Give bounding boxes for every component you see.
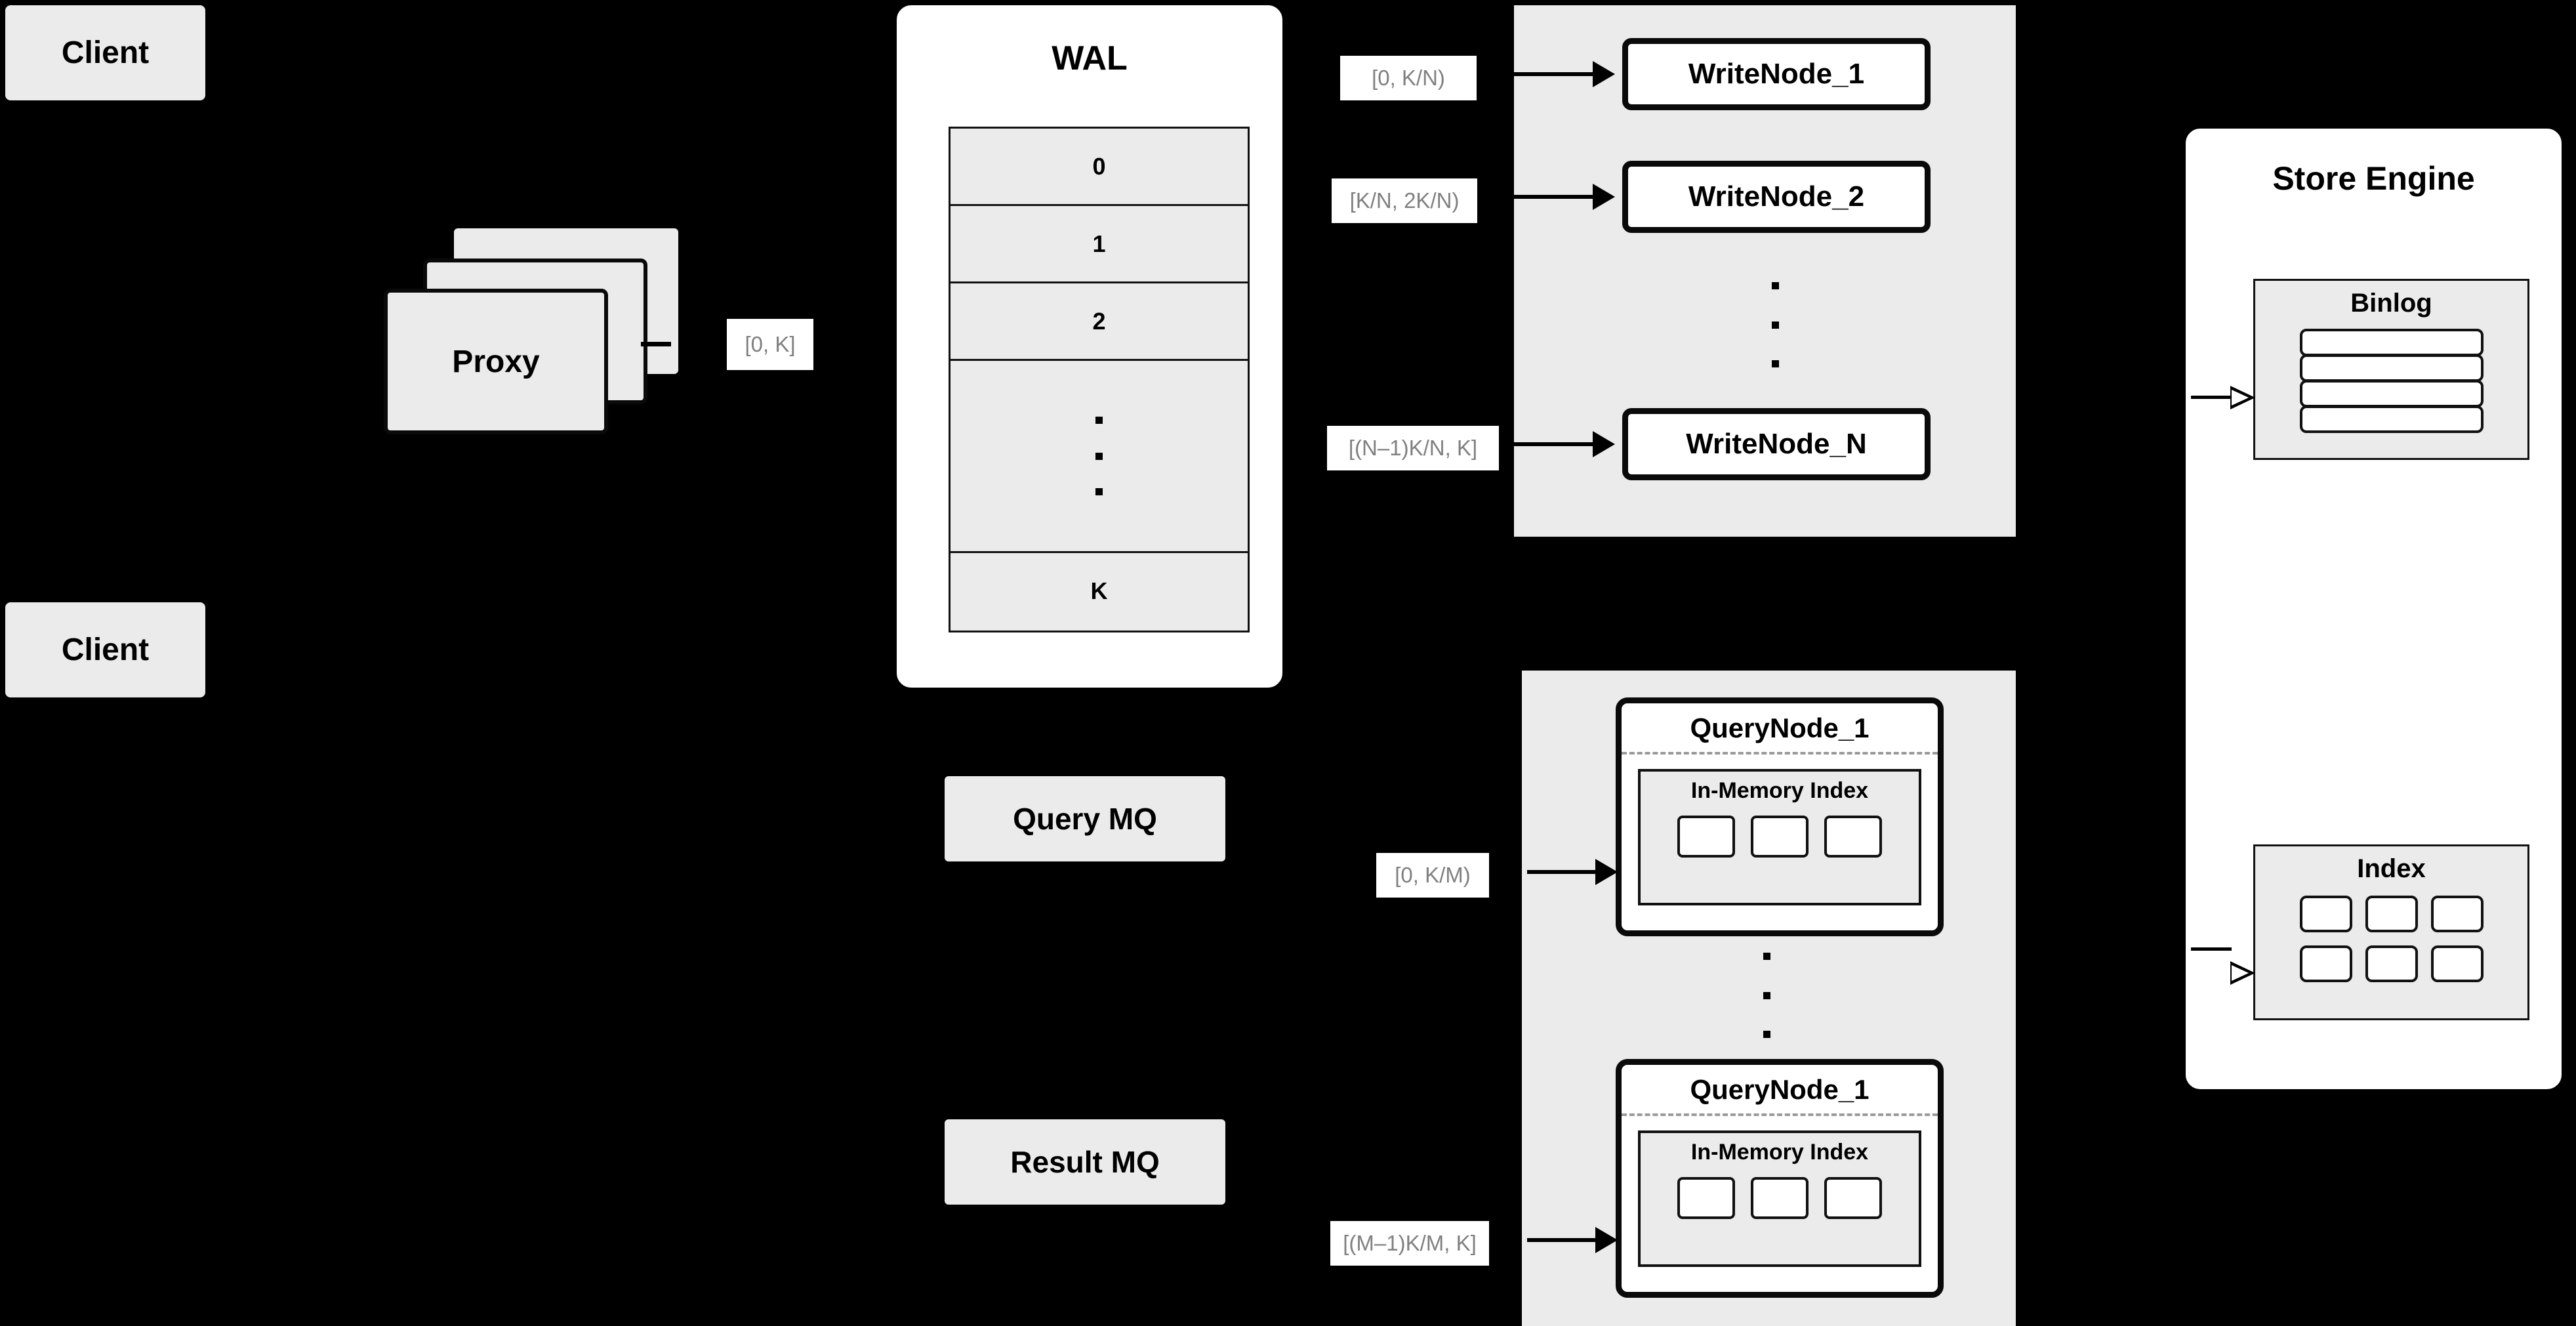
- ellipsis-dot: [1763, 953, 1770, 960]
- arrow-head-to-binlog: [2230, 386, 2255, 409]
- ellipsis-dot: [1771, 360, 1779, 367]
- query-node-ellipsis-dots: [1763, 953, 1770, 1038]
- arrow-head-write-2: [1593, 184, 1615, 210]
- ellipsis-dot: [1095, 488, 1103, 495]
- in-memory-index-title-2: In-Memory Index: [1690, 1140, 1869, 1165]
- binlog-row: [2299, 329, 2484, 356]
- wal-entry-label: 2: [1092, 307, 1106, 335]
- arrow-line-write-2: [1514, 195, 1594, 199]
- index-cell: [2365, 896, 2418, 932]
- range-label-write-2: [K/N, 2K/N): [1332, 178, 1477, 223]
- index-cell: [2430, 945, 2484, 982]
- wal-row-ellipsis: [951, 361, 1248, 553]
- range-label-write-1: [0, K/N): [1340, 56, 1477, 100]
- index-slot: [1751, 816, 1809, 858]
- arrow-head-write-1: [1593, 61, 1615, 87]
- store-engine-panel: Store Engine Binlog Index: [2186, 129, 2562, 1089]
- wal-ellipsis-dots: [1095, 417, 1103, 495]
- query-node-1[interactable]: QueryNode_1 In-Memory Index: [1616, 697, 1944, 936]
- client-box-2[interactable]: Client: [5, 602, 205, 697]
- arrow-line-query-1: [1527, 870, 1597, 874]
- write-node-2[interactable]: WriteNode_2: [1622, 161, 1931, 233]
- range-label-query-m: [(M–1)K/M, K]: [1330, 1221, 1489, 1266]
- index-cell: [2299, 945, 2352, 982]
- arrow-line-query-m: [1527, 1238, 1597, 1242]
- index-title: Index: [2357, 854, 2426, 883]
- wal-panel: WAL 0 1 2 K: [897, 5, 1282, 688]
- arrow-head-query-1: [1595, 859, 1618, 885]
- binlog-title: Binlog: [2350, 289, 2432, 318]
- write-node-n[interactable]: WriteNode_N: [1622, 408, 1931, 480]
- range-text: [K/N, 2K/N): [1349, 188, 1460, 213]
- range-text: [0, K]: [745, 332, 796, 356]
- wal-row: 0: [951, 129, 1248, 206]
- proxy-connector-stub: [641, 342, 671, 346]
- wal-row: 2: [951, 283, 1248, 361]
- in-memory-index-title-1: In-Memory Index: [1690, 778, 1869, 803]
- proxy-box[interactable]: Proxy: [384, 289, 608, 434]
- wal-table: 0 1 2 K: [949, 127, 1250, 632]
- in-memory-index-panel-1: In-Memory Index: [1638, 769, 1921, 905]
- index-slot: [1824, 1177, 1882, 1219]
- binlog-row: [2299, 380, 2484, 407]
- index-cell: [2299, 896, 2352, 932]
- wal-row: K: [951, 553, 1248, 629]
- wal-entry-label: 1: [1092, 230, 1106, 257]
- index-slot: [1824, 816, 1882, 858]
- query-mq-box[interactable]: Query MQ: [945, 776, 1225, 861]
- arrow-head-query-m: [1595, 1227, 1618, 1253]
- index-slot: [1751, 1177, 1809, 1219]
- wal-row: 1: [951, 206, 1248, 283]
- write-node-n-label: WriteNode_N: [1686, 428, 1867, 460]
- write-node-1-label: WriteNode_1: [1688, 58, 1865, 90]
- binlog-panel: Binlog: [2253, 279, 2529, 460]
- client-label-1: Client: [61, 35, 150, 70]
- query-node-1-label: QueryNode_1: [1690, 713, 1870, 743]
- ellipsis-dot: [1771, 321, 1779, 329]
- write-node-ellipsis-dots: [1771, 282, 1779, 367]
- range-label-write-n: [(N–1)K/N, K]: [1327, 426, 1499, 470]
- ellipsis-dot: [1763, 991, 1770, 999]
- wal-entry-label: 0: [1092, 152, 1106, 180]
- ellipsis-dot: [1763, 1031, 1770, 1038]
- proxy-label: Proxy: [452, 344, 540, 379]
- query-node-m-divider: [1622, 1113, 1938, 1116]
- index-cell: [2365, 945, 2418, 982]
- index-panel: Index: [2253, 844, 2529, 1020]
- wal-title: WAL: [1052, 39, 1128, 77]
- arrow-head-write-n: [1593, 431, 1615, 457]
- query-node-m-label: QueryNode_1: [1690, 1074, 1870, 1105]
- binlog-row: [2299, 405, 2484, 433]
- ellipsis-dot: [1095, 452, 1103, 460]
- range-label-proxy-to-wal: [0, K]: [727, 319, 813, 370]
- binlog-row: [2299, 354, 2484, 382]
- arrow-line-to-index: [2191, 947, 2232, 951]
- index-slot: [1677, 816, 1735, 858]
- in-memory-index-panel-2: In-Memory Index: [1638, 1130, 1921, 1267]
- arrow-line-write-1: [1514, 72, 1594, 76]
- range-label-query-1: [0, K/M): [1376, 853, 1489, 898]
- store-engine-title: Store Engine: [2272, 160, 2475, 197]
- ellipsis-dot: [1095, 417, 1103, 424]
- query-mq-label: Query MQ: [1013, 802, 1157, 836]
- result-mq-label: Result MQ: [1010, 1145, 1160, 1179]
- write-node-2-label: WriteNode_2: [1688, 180, 1865, 213]
- range-text: [(N–1)K/N, K]: [1348, 436, 1478, 460]
- range-text: [0, K/N): [1372, 66, 1445, 90]
- write-node-1[interactable]: WriteNode_1: [1622, 38, 1931, 110]
- ellipsis-dot: [1771, 282, 1779, 289]
- client-label-2: Client: [61, 632, 150, 667]
- client-box-1[interactable]: Client: [5, 5, 205, 100]
- range-text: [(M–1)K/M, K]: [1343, 1231, 1477, 1255]
- range-text: [0, K/M): [1395, 863, 1471, 887]
- index-cell: [2430, 896, 2484, 932]
- wal-entry-label: K: [1090, 577, 1108, 604]
- query-node-1-divider: [1622, 752, 1938, 755]
- arrow-line-to-binlog: [2191, 396, 2232, 399]
- index-slot: [1677, 1177, 1735, 1219]
- arrow-line-write-n: [1514, 442, 1594, 446]
- result-mq-box[interactable]: Result MQ: [945, 1119, 1225, 1205]
- query-node-m[interactable]: QueryNode_1 In-Memory Index: [1616, 1059, 1944, 1298]
- arrow-head-to-index: [2230, 961, 2255, 985]
